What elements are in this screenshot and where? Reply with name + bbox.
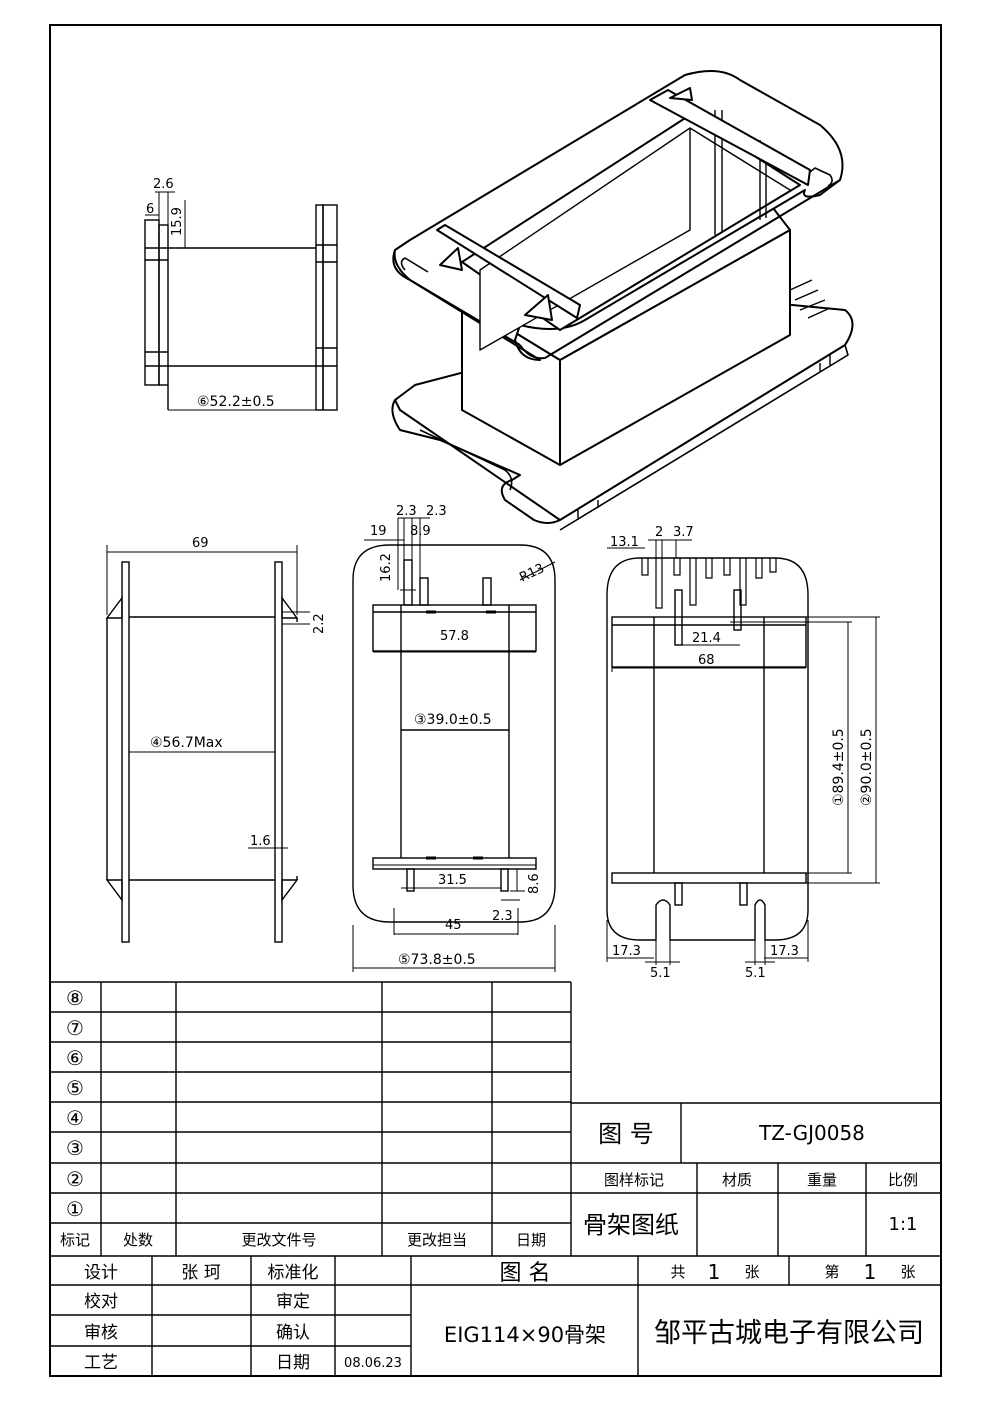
isometric-view: [391, 70, 854, 531]
dim-2-3-bottom: 2.3: [492, 909, 513, 924]
company-name: 邹平古城电子有限公司: [654, 1318, 924, 1349]
dim-2-6: 2.6: [153, 177, 174, 192]
dim-45: 45: [445, 918, 462, 933]
dim-3-7: 3.7: [673, 525, 694, 540]
design-label: 设计: [84, 1263, 118, 1283]
dim-73-8: ⑤73.8±0.5: [398, 952, 476, 968]
dim-17-3-left: 17.3: [612, 944, 641, 959]
dim-31-5: 31.5: [438, 873, 467, 888]
dim-52-2: ⑥52.2±0.5: [197, 394, 275, 410]
scale-value: 1:1: [889, 1214, 918, 1235]
dim-5-1-left: 5.1: [650, 966, 671, 981]
confirm-label: 确认: [276, 1323, 310, 1343]
dim-2-3-right: 2.3: [426, 504, 447, 519]
header-mark: 标记: [60, 1231, 90, 1249]
rev-mark-1: ①: [66, 1197, 84, 1221]
dim-19: 19: [370, 524, 387, 539]
top-view-dimensions: 2.6 6 15.9 ⑥52.2±0.5: [146, 177, 275, 410]
rev-mark-7: ⑦: [66, 1016, 84, 1040]
rev-mark-6: ⑥: [66, 1046, 84, 1070]
dim-13-1: 13.1: [610, 535, 639, 550]
dim-8-6: 8.6: [527, 873, 542, 894]
total-suffix: 张: [744, 1263, 759, 1281]
total-count: 1: [708, 1260, 721, 1284]
dim-56-7: ④56.7Max: [150, 735, 223, 751]
sample-mark-label: 图样标记: [604, 1171, 664, 1189]
total-prefix: 共: [670, 1263, 685, 1281]
rev-mark-3: ③: [66, 1136, 84, 1160]
revision-marks: ⑧ ⑦ ⑥ ⑤ ④ ③ ② ①: [66, 986, 84, 1221]
dim-21-4: 21.4: [692, 631, 721, 646]
review-label: 审核: [84, 1323, 118, 1343]
side-view: [105, 545, 310, 943]
revision-table: [50, 981, 941, 1257]
sheet-no: 1: [864, 1260, 877, 1284]
rev-mark-4: ④: [66, 1106, 84, 1130]
drawing-name-label: 图 名: [500, 1261, 551, 1286]
dim-8-9: 8.9: [410, 524, 431, 539]
front-view: [352, 517, 556, 972]
sheet-prefix: 第: [824, 1263, 839, 1281]
header-date: 日期: [516, 1231, 546, 1249]
title-block-lines: [50, 1102, 941, 1376]
title-block-text: 图 号 TZ-GJ0058 图样标记 材质 重量 比例 骨架图纸 1:1 设计 …: [84, 1120, 924, 1373]
right-view-dimensions: 13.1 2 3.7 21.4 68 ①89.4±0.5 ②90.0±0.5 1…: [610, 525, 875, 981]
sheet-suffix: 张: [900, 1263, 915, 1281]
dim-39-0: ③39.0±0.5: [414, 712, 492, 728]
dim-6: 6: [146, 202, 154, 217]
rev-mark-5: ⑤: [66, 1076, 84, 1100]
side-view-dimensions: 69 2.2 ④56.7Max 1.6: [150, 536, 327, 849]
dim-69: 69: [192, 536, 209, 551]
process-label: 工艺: [84, 1353, 118, 1373]
dim-16-2: 16.2: [379, 553, 394, 582]
scale-label: 比例: [888, 1171, 918, 1189]
drawing-no: TZ-GJ0058: [758, 1121, 865, 1145]
material-label: 材质: [722, 1171, 752, 1189]
header-count: 处数: [123, 1231, 153, 1249]
approve-label: 审定: [276, 1292, 310, 1312]
dim-2-2: 2.2: [312, 613, 327, 634]
dim-2: 2: [655, 525, 663, 540]
drawing-border: [49, 24, 942, 1377]
dim-2-3-left: 2.3: [396, 504, 417, 519]
dim-68: 68: [698, 653, 715, 668]
dim-17-3-right: 17.3: [770, 944, 799, 959]
part-name: EIG114×90骨架: [444, 1323, 606, 1347]
drawing-no-label: 图 号: [598, 1120, 654, 1148]
header-change-doc: 更改文件号: [241, 1231, 316, 1249]
sample-mark: 骨架图纸: [583, 1211, 679, 1239]
dim-89-4: ①89.4±0.5: [831, 728, 847, 806]
right-view: [606, 539, 880, 965]
check-label: 校对: [84, 1292, 118, 1312]
dim-15-9: 15.9: [170, 207, 185, 236]
top-view: [144, 191, 338, 411]
date-label: 日期: [276, 1353, 310, 1373]
dim-57-8: 57.8: [440, 629, 469, 644]
standard-label: 标准化: [268, 1263, 319, 1283]
dim-1-6: 1.6: [250, 834, 271, 849]
dim-90-0: ②90.0±0.5: [859, 728, 875, 806]
designer-name: 张 珂: [181, 1263, 220, 1283]
weight-label: 重量: [807, 1171, 837, 1189]
header-change-owner: 更改担当: [407, 1231, 467, 1249]
dim-5-1-right: 5.1: [745, 966, 766, 981]
revision-headers: 标记 处数 更改文件号 更改担当 日期: [60, 1231, 546, 1249]
date-value: 08.06.23: [344, 1356, 402, 1371]
rev-mark-2: ②: [66, 1167, 84, 1191]
rev-mark-8: ⑧: [66, 986, 84, 1010]
